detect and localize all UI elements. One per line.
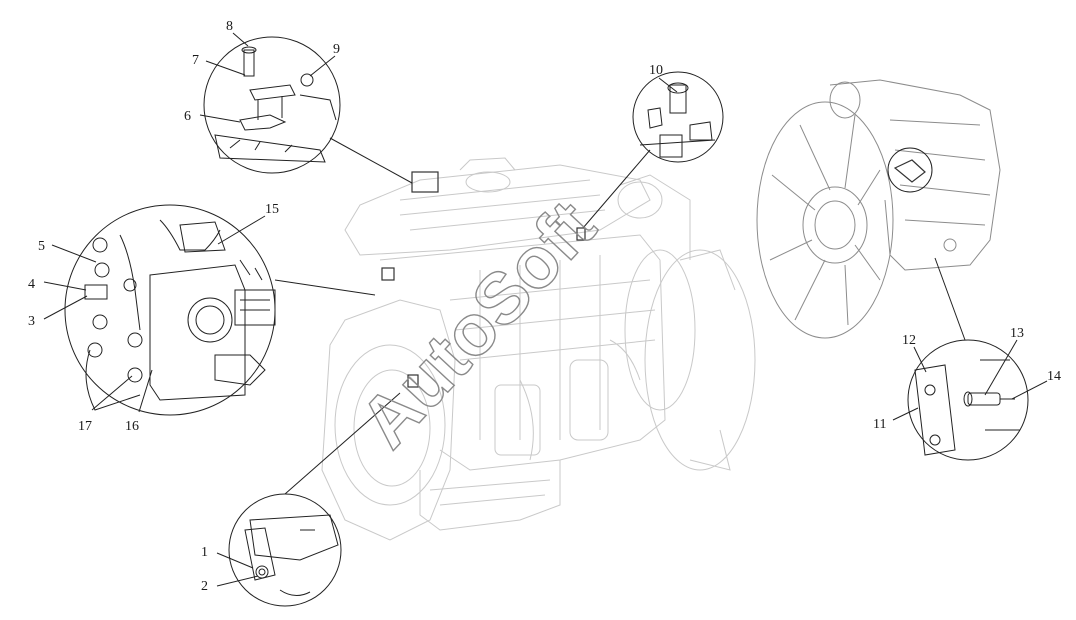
callout-5: 5 [38,239,45,254]
engine-block-illustration [321,157,756,541]
detail-circle-bottom [228,392,401,607]
callout-4: 4 [28,277,35,292]
detail-circle-sensor-10 [582,71,724,229]
callout-16: 16 [125,419,139,434]
detail-circle-left [64,204,376,416]
callout-14: 14 [1047,369,1061,384]
detail-circle-top [203,36,413,184]
callout-leaders [43,32,1048,587]
callout-7: 7 [192,53,199,68]
callout-12: 12 [902,333,916,348]
autosoft-watermark: AutoSoft [345,186,611,463]
callout-15: 15 [265,202,279,217]
detail-circle-right [907,257,1029,461]
callout-13: 13 [1010,326,1024,341]
callout-11: 11 [873,417,886,432]
callout-3: 3 [28,314,35,329]
callout-6: 6 [184,109,191,124]
callout-9: 9 [333,42,340,57]
callout-1: 1 [201,545,208,560]
callout-8: 8 [226,19,233,34]
callout-numbers: 1 2 3 4 5 6 7 8 9 10 11 12 13 14 15 16 1… [28,19,1061,594]
callout-17: 17 [78,419,92,434]
callout-10: 10 [649,63,663,78]
fan-illustration [756,79,1001,339]
callout-2: 2 [201,579,208,594]
